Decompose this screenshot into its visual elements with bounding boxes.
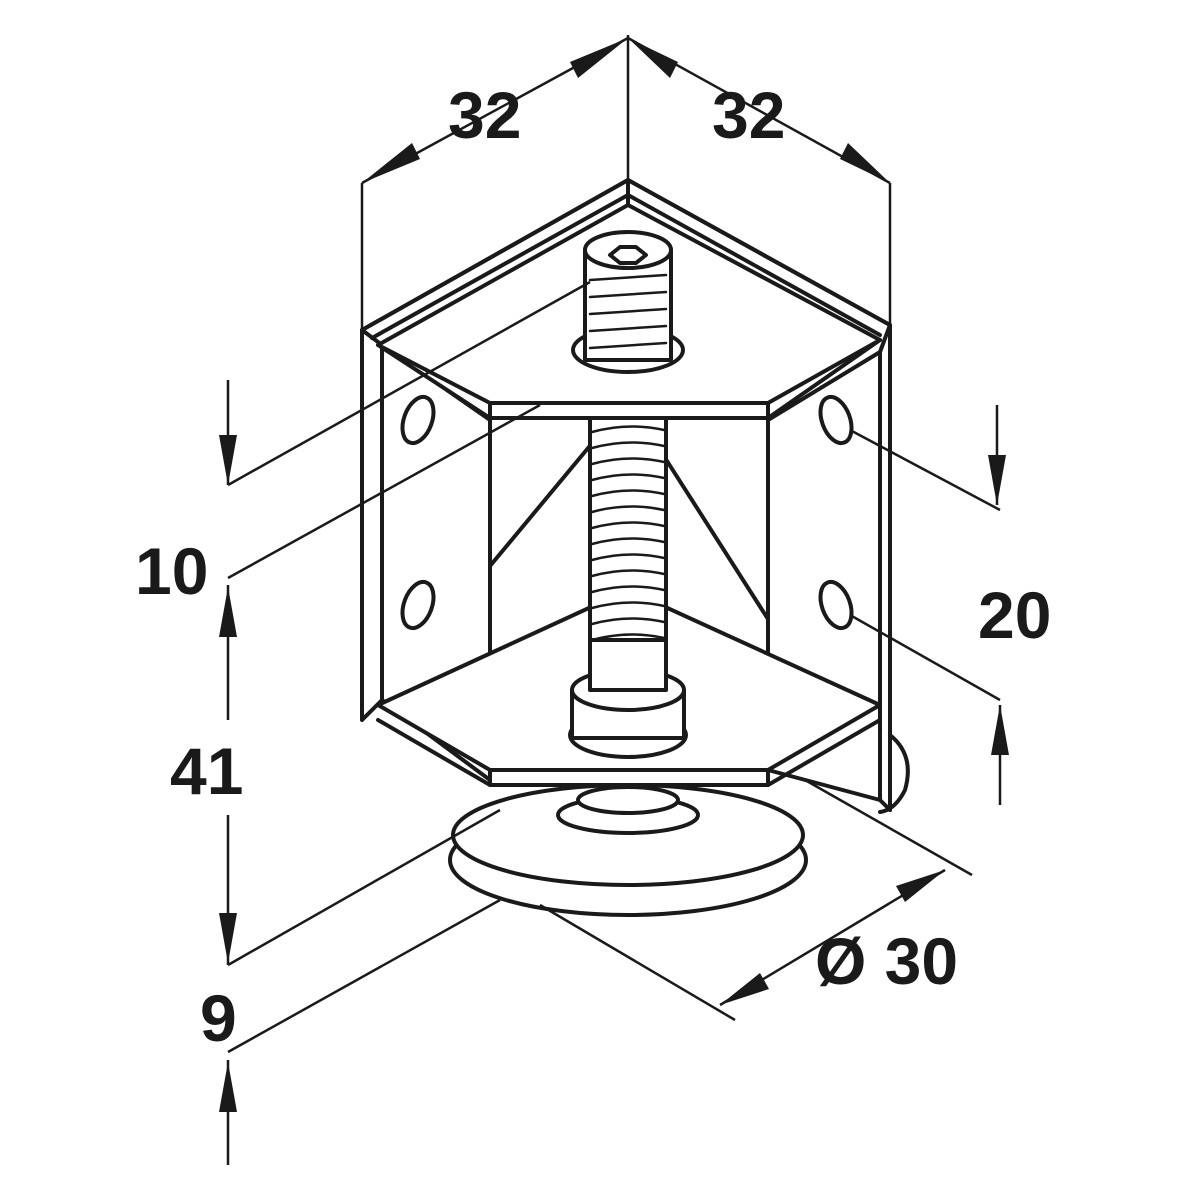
dimension-label-hole-spacing: 20: [978, 578, 1052, 652]
thread-line: [590, 601, 666, 610]
arrow-head: [991, 705, 1009, 755]
dimension-label-plate-offset: 10: [135, 534, 209, 608]
dimension-label-foot-height: 9: [200, 981, 237, 1055]
thread-line: [590, 505, 666, 514]
arrow-head: [988, 455, 1006, 505]
thread-line: [590, 569, 666, 578]
foot-disc: [448, 733, 910, 917]
mounting-hole: [400, 579, 436, 631]
thread-line: [590, 441, 666, 450]
thread-line: [590, 521, 666, 530]
hex-socket-icon: [608, 245, 648, 265]
arrow-head: [219, 587, 237, 637]
thread-line: [590, 537, 666, 546]
mounting-hole: [818, 394, 854, 446]
thread-line: [590, 457, 666, 466]
thread-line: [590, 425, 666, 434]
arrow-head: [840, 143, 890, 183]
arrow-head: [628, 38, 678, 78]
arrow-head: [570, 38, 628, 78]
dimension-label-height: 41: [170, 734, 244, 808]
thread-line: [590, 489, 666, 498]
thread-line: [590, 553, 666, 562]
mounting-hole: [818, 579, 854, 631]
dimension-label-width-right: 32: [712, 78, 786, 152]
dimension-left: [219, 280, 591, 1165]
arrow-head: [219, 435, 237, 485]
dimension-diameter: [539, 778, 973, 1022]
arrow-head: [219, 913, 237, 963]
dimension-label-width-left: 32: [448, 78, 522, 152]
dimension-label-foot-diameter: Ø 30: [815, 924, 959, 998]
thread-line: [590, 585, 666, 594]
arrow-head: [896, 870, 945, 902]
mounting-hole: [400, 394, 436, 446]
threaded-spindle: [568, 230, 688, 759]
dimension-right: [849, 405, 1009, 805]
dimension-top-width: [360, 35, 892, 330]
arrow-head: [219, 1062, 237, 1112]
arrow-head: [362, 143, 420, 183]
arrow-head: [720, 973, 769, 1005]
thread-line: [590, 617, 666, 626]
thread-line: [590, 473, 666, 482]
